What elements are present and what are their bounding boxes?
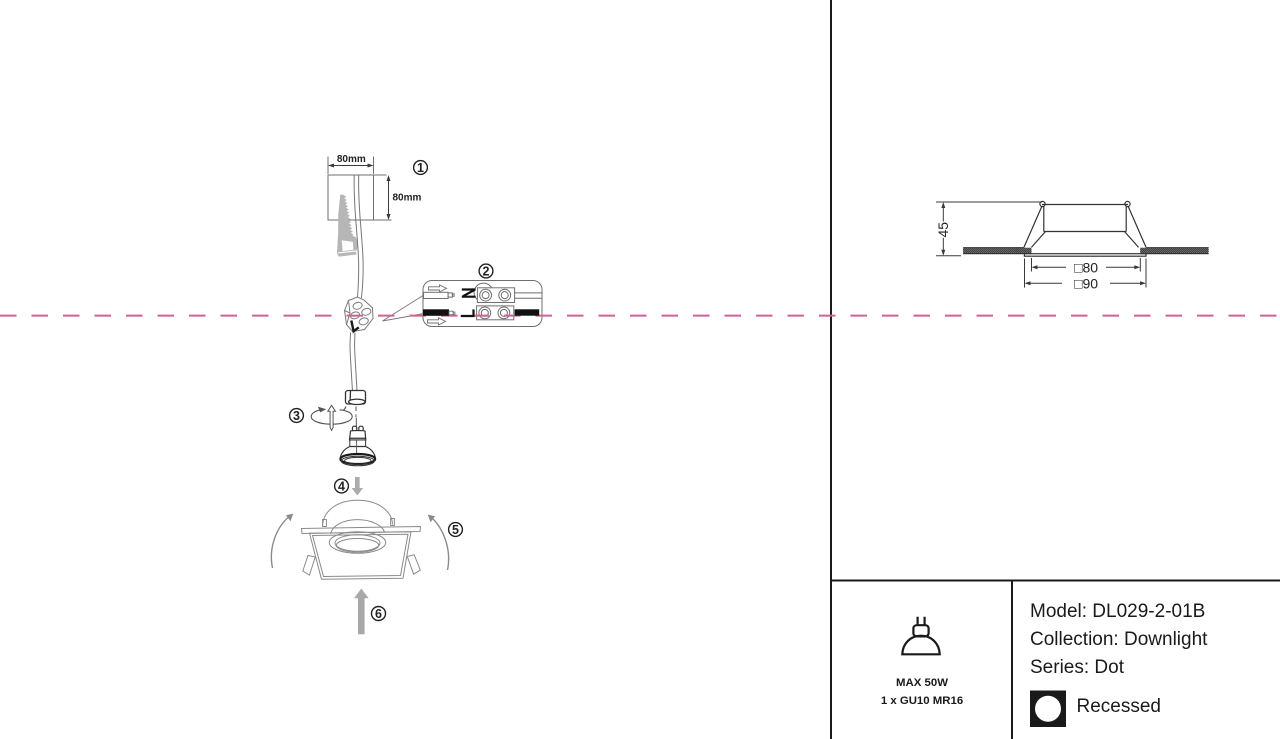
svg-text:45: 45 xyxy=(935,222,951,238)
svg-text:2: 2 xyxy=(483,264,490,278)
svg-text:80mm: 80mm xyxy=(337,154,366,165)
svg-text:6: 6 xyxy=(375,607,382,621)
svg-text:1: 1 xyxy=(417,161,424,175)
svg-text:3: 3 xyxy=(293,409,300,423)
svg-text:4: 4 xyxy=(338,479,345,493)
svg-text:□80: □80 xyxy=(1074,259,1098,275)
svg-text:5: 5 xyxy=(452,523,459,537)
svg-text:□90: □90 xyxy=(1074,275,1098,291)
svg-text:80mm: 80mm xyxy=(393,193,422,204)
